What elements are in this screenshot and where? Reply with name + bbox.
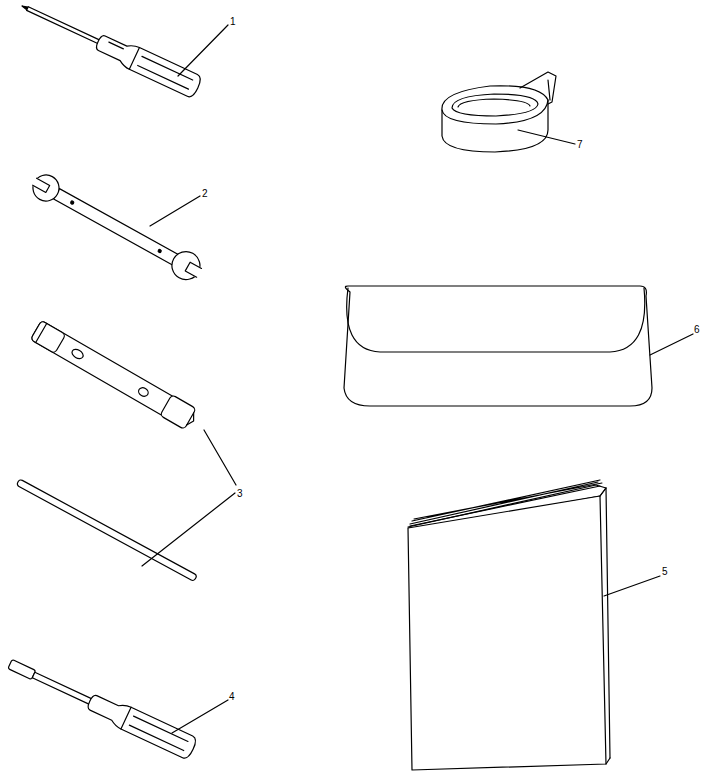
- tube-wrench: [30, 320, 200, 432]
- socket-screwdriver: [5, 653, 198, 760]
- owners-manual: [408, 480, 610, 770]
- callout-number: 1: [229, 16, 237, 28]
- leader-line: [518, 130, 575, 144]
- leader-line: [650, 334, 693, 355]
- open-end-wrench: [27, 169, 207, 286]
- leader-line: [172, 700, 228, 733]
- leader-line: [178, 25, 228, 76]
- screwdriver-flat: [17, 0, 203, 99]
- callout-number: 6: [693, 324, 701, 336]
- callout-number: 5: [661, 566, 669, 578]
- callout-number: 7: [576, 139, 584, 151]
- callout-number: 2: [201, 188, 209, 200]
- callout-number: 3: [236, 488, 244, 500]
- callout-number: 4: [228, 691, 236, 703]
- leader-line: [604, 576, 660, 596]
- leader-line: [204, 430, 236, 485]
- leader-line: [150, 196, 200, 226]
- tommy-bar: [16, 479, 197, 582]
- leader-line: [142, 493, 235, 566]
- tool-pouch: [344, 286, 652, 406]
- tape-roll: [442, 72, 556, 152]
